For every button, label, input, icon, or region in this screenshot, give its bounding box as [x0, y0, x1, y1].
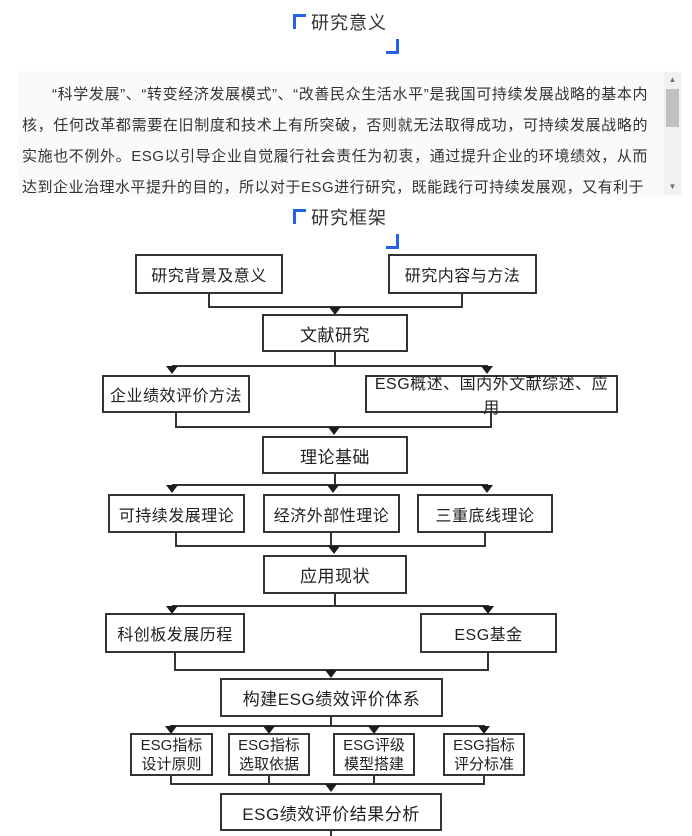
- scrollbar[interactable]: ▲ ▼: [664, 72, 681, 194]
- connector-line: [172, 605, 489, 607]
- connector-line: [334, 474, 336, 486]
- flow-node-label-line1: ESG指标: [140, 736, 203, 754]
- connector-line: [172, 365, 488, 367]
- corner-bracket-open-icon: [293, 209, 306, 224]
- flow-node-esg-rating-model-build: ESG评级 模型搭建: [333, 733, 415, 776]
- flow-node-label-line1: ESG评级: [343, 736, 405, 754]
- section-title-text: 研究框架: [311, 208, 387, 228]
- connector-line: [175, 533, 177, 547]
- connector-line: [174, 653, 176, 671]
- arrow-down-icon: [325, 784, 337, 792]
- scroll-up-icon[interactable]: ▲: [668, 75, 677, 84]
- flow-node-esg-indicator-design-principle: ESG指标 设计原则: [130, 733, 213, 776]
- connector-line: [487, 653, 489, 671]
- arrow-down-icon: [328, 546, 340, 554]
- flow-node-build-esg-eval-system: 构建ESG绩效评价体系: [220, 678, 443, 717]
- connector-line: [373, 776, 375, 785]
- flow-node-research-content-method: 研究内容与方法: [388, 254, 537, 294]
- corner-bracket-open-icon: [293, 14, 306, 29]
- corner-bracket-close-icon: [386, 39, 399, 54]
- connector-line: [330, 831, 332, 836]
- flow-node-label-line2: 模型搭建: [343, 755, 404, 773]
- connector-line: [170, 776, 172, 785]
- connector-line: [334, 352, 336, 367]
- section-title-text: 研究意义: [311, 13, 387, 33]
- flow-node-application-status: 应用现状: [263, 555, 407, 594]
- connector-line: [483, 776, 485, 785]
- connector-line: [268, 776, 270, 785]
- connector-line: [208, 294, 210, 308]
- flow-node-esg-overview-literature: ESG概述、国内外文献综述、应用: [365, 375, 618, 417]
- connector-line: [490, 413, 492, 428]
- scrollbar-thumb[interactable]: [666, 89, 679, 127]
- arrow-down-icon: [368, 726, 380, 734]
- connector-line: [330, 533, 332, 547]
- flow-node-label-line2: 评分标准: [453, 755, 514, 773]
- connector-line: [170, 725, 485, 727]
- section-title-significance: 研究意义: [0, 12, 692, 54]
- connector-line: [484, 533, 486, 547]
- flow-node-esg-eval-result-analysis: ESG绩效评价结果分析: [220, 793, 442, 831]
- connector-line: [461, 294, 463, 308]
- flow-node-esg-indicator-selection-basis: ESG指标 选取依据: [228, 733, 310, 776]
- arrow-down-icon: [478, 726, 490, 734]
- flow-node-sustainable-development-theory: 可持续发展理论: [108, 494, 245, 533]
- flow-node-label-line2: 设计原则: [141, 755, 202, 773]
- flow-node-esg-fund: ESG基金: [420, 613, 557, 653]
- flow-node-triple-bottom-line-theory: 三重底线理论: [417, 494, 553, 533]
- section-title-framework: 研究框架: [0, 207, 692, 249]
- scroll-down-icon[interactable]: ▼: [668, 182, 677, 191]
- arrow-down-icon: [481, 366, 493, 374]
- flow-node-esg-indicator-scoring-standard: ESG指标 评分标准: [443, 733, 525, 776]
- arrow-down-icon: [166, 366, 178, 374]
- arrow-down-icon: [263, 726, 275, 734]
- arrow-down-icon: [166, 485, 178, 493]
- flow-node-literature-research: 文献研究: [262, 314, 408, 352]
- connector-line: [330, 717, 332, 727]
- arrow-down-icon: [165, 726, 177, 734]
- connector-line: [334, 594, 336, 607]
- flow-node-label-line2: 选取依据: [238, 755, 299, 773]
- arrow-down-icon: [327, 485, 339, 493]
- significance-text-panel[interactable]: “科学发展”、“转变经济发展模式”、“改善民众生活水平”是我国可持续发展战略的基…: [18, 71, 682, 197]
- arrow-down-icon: [329, 307, 341, 315]
- corner-bracket-close-icon: [386, 234, 399, 249]
- flow-node-research-background: 研究背景及意义: [135, 254, 283, 294]
- flow-node-label-line1: ESG指标: [453, 736, 515, 754]
- flow-node-enterprise-performance-eval: 企业绩效评价方法: [102, 375, 250, 413]
- flow-node-economic-externality-theory: 经济外部性理论: [263, 494, 400, 533]
- connector-line: [175, 413, 177, 428]
- significance-paragraph: “科学发展”、“转变经济发展模式”、“改善民众生活水平”是我国可持续发展战略的基…: [22, 86, 648, 196]
- arrow-down-icon: [482, 606, 494, 614]
- arrow-down-icon: [481, 485, 493, 493]
- arrow-down-icon: [328, 427, 340, 435]
- arrow-down-icon: [325, 670, 337, 678]
- flow-node-star-market-history: 科创板发展历程: [105, 613, 245, 653]
- arrow-down-icon: [166, 606, 178, 614]
- flow-node-theoretical-basis: 理论基础: [262, 436, 408, 474]
- flow-node-label-line1: ESG指标: [238, 736, 300, 754]
